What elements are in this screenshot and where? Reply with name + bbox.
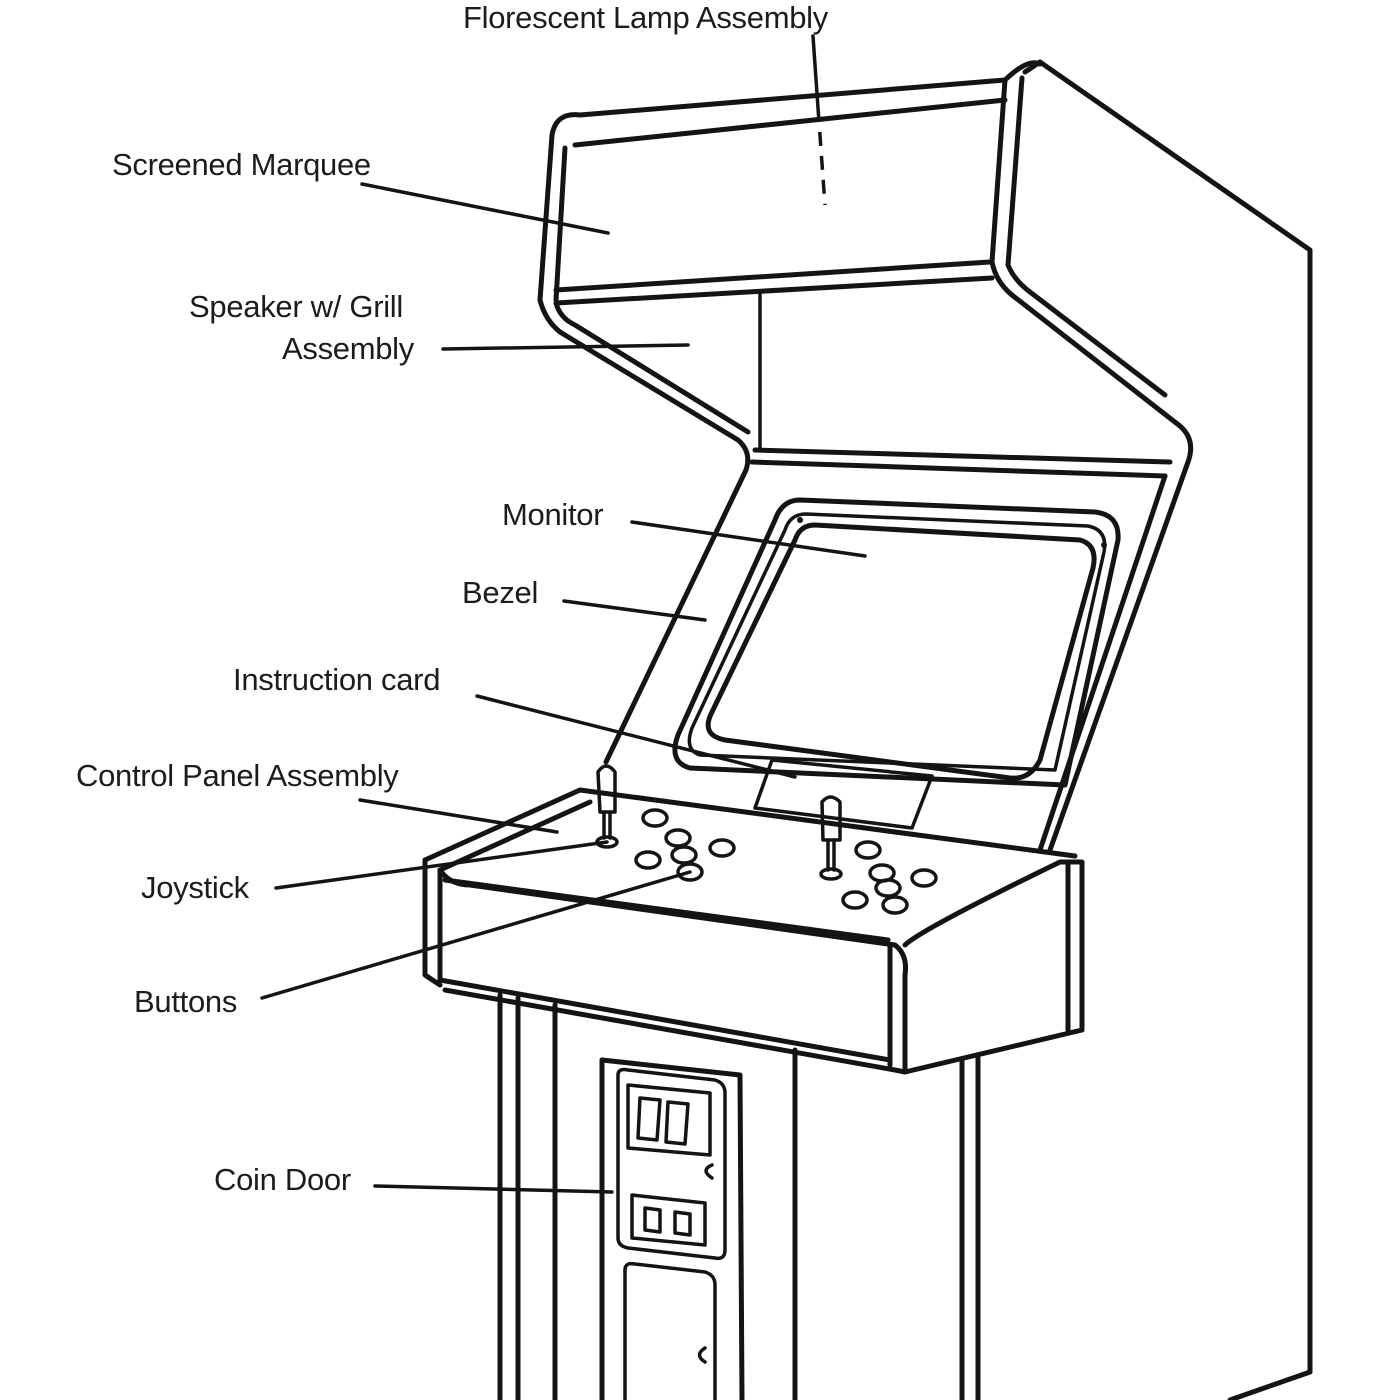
label-buttons: Buttons <box>134 984 238 1019</box>
coin-door <box>599 1057 745 1400</box>
leader-lamp <box>811 34 820 110</box>
leader-coin-door <box>373 1184 614 1194</box>
speaker-section <box>537 259 1194 853</box>
leader-buttons <box>260 870 692 1000</box>
label-coin-door: Coin Door <box>214 1162 351 1197</box>
control-panel <box>422 764 1085 1075</box>
leader-bezel <box>562 599 707 622</box>
leader-speaker <box>441 343 690 351</box>
leader-instruction-card <box>475 694 797 779</box>
cabinet-side-panel <box>1022 59 1313 1400</box>
leader-joystick <box>274 840 609 890</box>
label-control-panel-assembly: Control Panel Assembly <box>76 758 399 793</box>
label-bezel: Bezel <box>462 575 539 610</box>
label-screened-marquee: Screened Marquee <box>112 147 371 182</box>
leader-monitor <box>630 520 867 558</box>
label-joystick: Joystick <box>141 870 249 905</box>
leader-marquee <box>360 182 610 235</box>
label-florescent-lamp-assembly: Florescent Lamp Assembly <box>463 0 828 35</box>
monitor-bezel <box>672 497 1121 788</box>
instruction-card <box>753 758 934 830</box>
lower-cabinet <box>497 992 981 1400</box>
label-speaker-line2: Assembly <box>282 331 414 366</box>
label-monitor: Monitor <box>502 497 604 532</box>
leader-control-panel <box>358 798 559 834</box>
label-instruction-card: Instruction card <box>233 662 441 697</box>
label-speaker-line1: Speaker w/ Grill <box>189 289 403 324</box>
leader-lines <box>260 34 867 1194</box>
marquee-box <box>537 60 1043 306</box>
